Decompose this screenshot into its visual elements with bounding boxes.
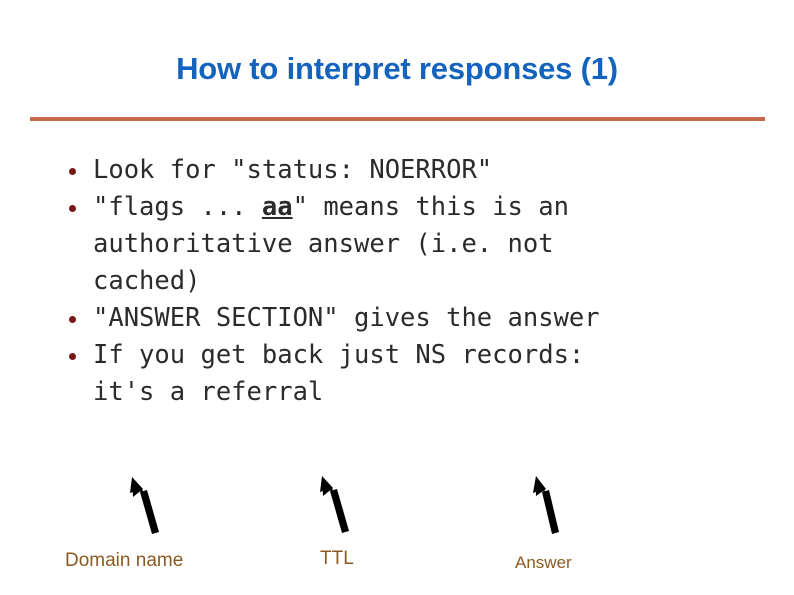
list-item: Look for "status: NOERROR" xyxy=(60,152,760,189)
list-item: "flags ... aa" means this is an authorit… xyxy=(60,189,760,300)
bullet-text-referral: If you get back just NS records: it's a … xyxy=(93,340,585,407)
arrow-up-icon-ttl xyxy=(320,476,349,533)
callout-label-answer: Answer xyxy=(515,553,572,572)
bullet-flags-emphasis-aa: aa xyxy=(261,192,293,222)
bullet-text-flags: "flags ... aa" means this is an authorit… xyxy=(93,189,760,300)
page-title: How to interpret responses (1) xyxy=(176,51,618,86)
bullet-dot-icon xyxy=(69,316,76,323)
bullet-flags-suffix: " means this is an authoritative answer … xyxy=(93,192,569,296)
arrow-up-icon-answer xyxy=(533,476,559,534)
bullet-list: Look for "status: NOERROR" "flags ... aa… xyxy=(60,152,760,411)
list-item: "ANSWER SECTION" gives the answer xyxy=(60,300,760,337)
arrow-up-icon-domain xyxy=(130,477,159,534)
callout-label-domain-name: Domain name xyxy=(65,550,184,571)
bullet-dot-icon xyxy=(69,353,76,360)
callout-label-ttl: TTL xyxy=(320,548,354,569)
bullet-dot-icon xyxy=(69,168,76,175)
bullet-dot-icon xyxy=(69,205,76,212)
bullet-text-status: Look for "status: NOERROR" xyxy=(93,155,493,185)
title-divider xyxy=(30,117,765,121)
bullet-flags-prefix: "flags ... xyxy=(93,192,262,222)
bullet-text-answer-section: "ANSWER SECTION" gives the answer xyxy=(93,303,600,333)
list-item: If you get back just NS records: it's a … xyxy=(60,337,760,411)
